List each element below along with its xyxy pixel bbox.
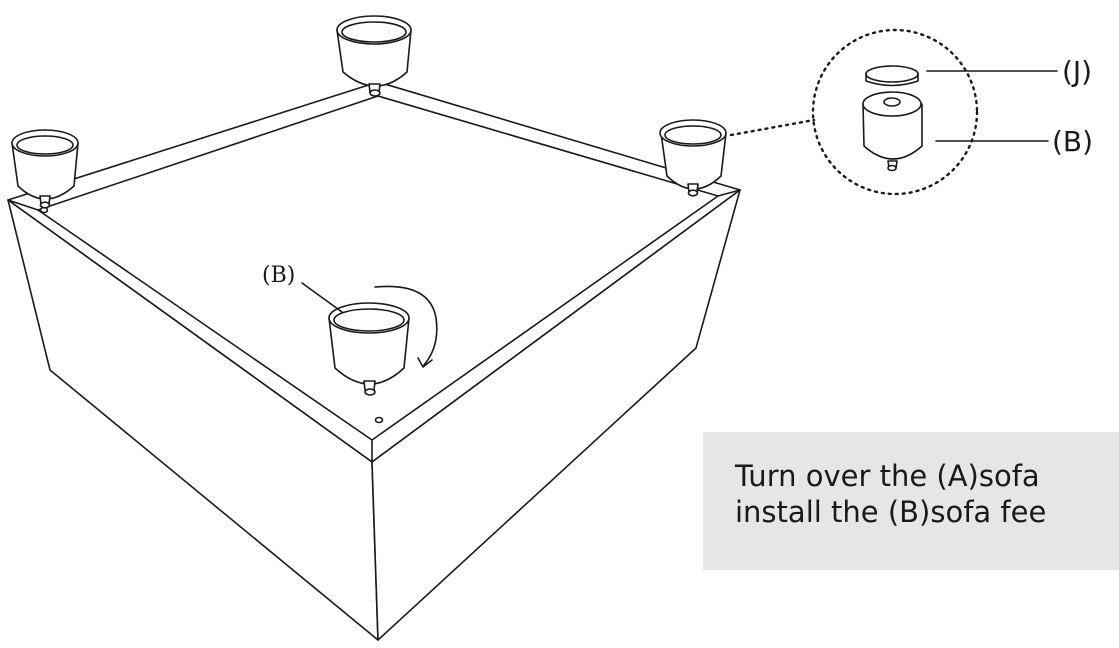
- foot-label-main: (B): [262, 263, 295, 288]
- instruction-line-2: install the (B)sofa fee: [735, 495, 1047, 529]
- instruction-box: Turn over the (A)sofa install the (B)sof…: [703, 432, 1119, 570]
- sofa-foot-right: [659, 119, 727, 197]
- foot-label-main-group: (B): [262, 263, 343, 313]
- cap-callout-label: (J): [1062, 55, 1092, 88]
- detail-callout: (J) (B): [729, 28, 1093, 196]
- instruction-line-1: Turn over the (A)sofa: [735, 459, 1040, 493]
- sofa-foot-front: [328, 302, 410, 396]
- foot-part: [862, 91, 923, 172]
- sofa-foot-left: [11, 129, 79, 209]
- sofa-foot-back: [336, 15, 412, 97]
- cap-part: [865, 65, 919, 87]
- foot-callout-label: (B): [1052, 125, 1093, 158]
- sofa-base: [7, 81, 741, 641]
- curved-arrow-icon: [374, 285, 438, 368]
